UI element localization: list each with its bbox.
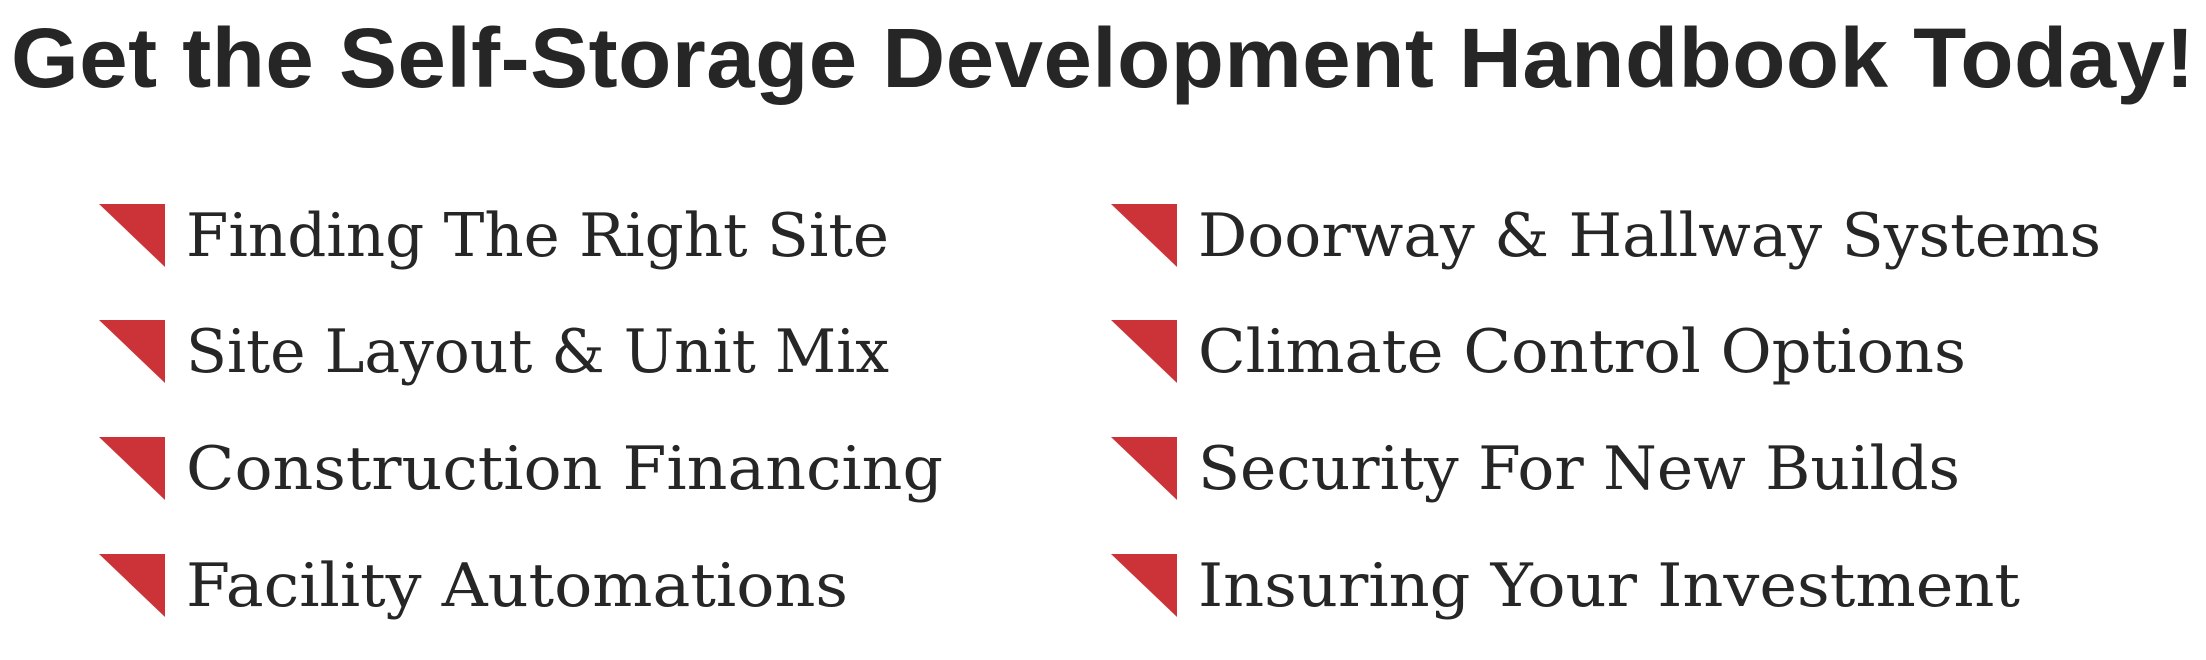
list-item-label: Doorway & Hallway Systems — [1198, 201, 2101, 271]
triangle-bullet-icon — [1111, 204, 1177, 267]
triangle-bullet-icon — [99, 320, 165, 383]
triangle-bullet-icon — [1111, 437, 1177, 500]
triangle-bullet-icon — [1111, 554, 1177, 617]
list-item-label: Site Layout & Unit Mix — [186, 317, 889, 387]
list-item-label: Climate Control Options — [1198, 317, 1966, 387]
page-title: Get the Self-Storage Development Handboo… — [11, 11, 2195, 105]
triangle-bullet-icon — [99, 204, 165, 267]
list-item-label: Insuring Your Investment — [1198, 551, 2020, 621]
triangle-bullet-icon — [99, 437, 165, 500]
triangle-bullet-icon — [99, 554, 165, 617]
list-item-label: Finding The Right Site — [186, 201, 889, 271]
list-item-label: Construction Financing — [186, 434, 943, 504]
triangle-bullet-icon — [1111, 320, 1177, 383]
list-item-label: Facility Automations — [186, 551, 848, 621]
list-item-label: Security For New Builds — [1198, 434, 1960, 504]
